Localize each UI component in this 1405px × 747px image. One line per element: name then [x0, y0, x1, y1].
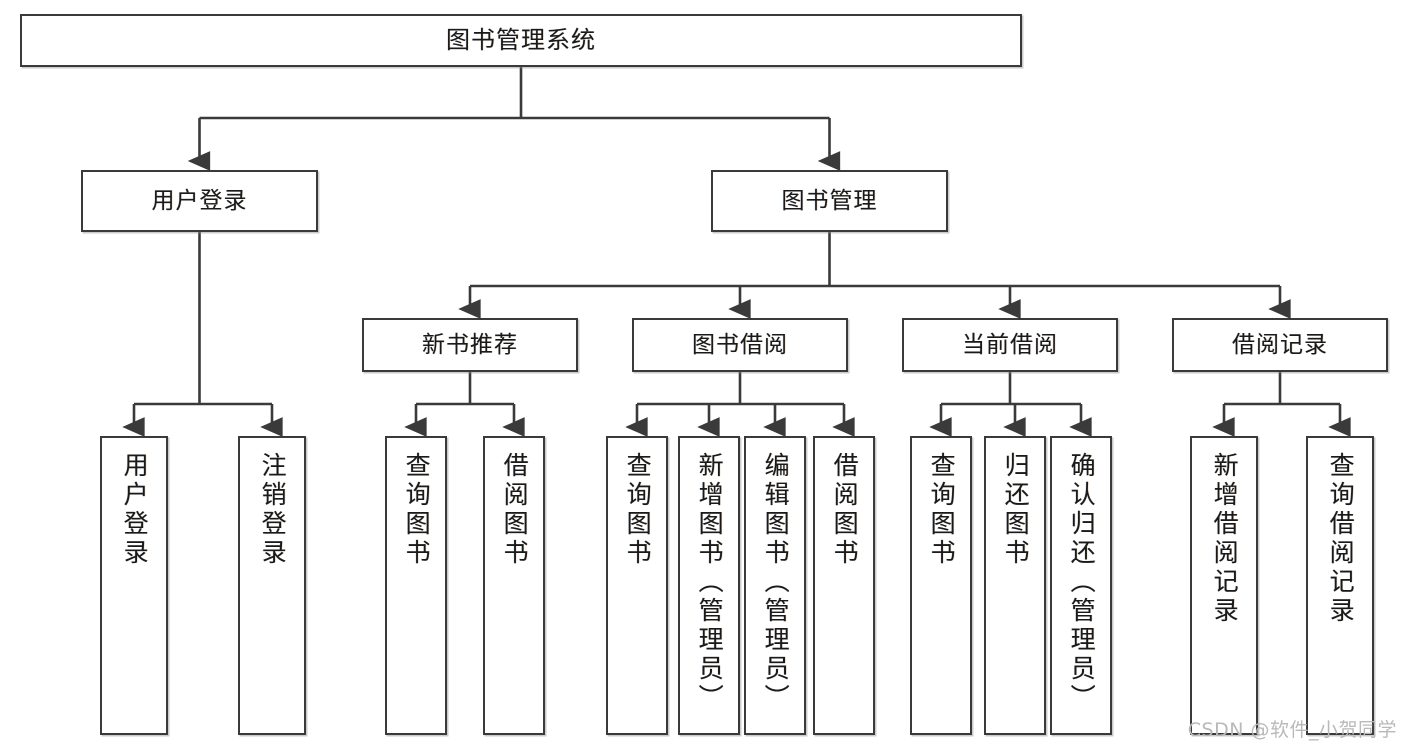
node-leaf-return-book-label: 归还图书	[1001, 452, 1031, 568]
node-leaf-query-book-1-label: 查询图书	[402, 452, 432, 568]
node-leaf-query-borrow-record[interactable]: 查询借阅记录	[1306, 436, 1374, 735]
node-leaf-borrow-book-1-label: 借阅图书	[500, 452, 530, 568]
node-book-manage[interactable]: 图书管理	[711, 170, 948, 232]
node-book-borrow[interactable]: 图书借阅	[632, 318, 848, 372]
node-leaf-add-book-admin[interactable]: 新增图书（管理员）	[678, 436, 740, 735]
node-borrow-record-label: 借阅记录	[1232, 331, 1328, 358]
node-leaf-user-logout[interactable]: 注销登录	[238, 436, 306, 735]
node-leaf-add-borrow-record[interactable]: 新增借阅记录	[1190, 436, 1258, 735]
node-current-borrow[interactable]: 当前借阅	[902, 318, 1118, 372]
node-leaf-user-logout-label: 注销登录	[258, 452, 288, 568]
node-leaf-borrow-book-2[interactable]: 借阅图书	[813, 436, 875, 735]
node-leaf-add-book-admin-label: 新增图书（管理员）	[695, 452, 725, 713]
node-leaf-query-book-3-label: 查询图书	[927, 452, 957, 568]
node-borrow-record[interactable]: 借阅记录	[1172, 318, 1388, 372]
node-leaf-add-borrow-record-label: 新增借阅记录	[1210, 452, 1240, 626]
node-leaf-query-book-3[interactable]: 查询图书	[910, 436, 972, 735]
watermark: CSDN @软件_小贺同学	[1187, 719, 1397, 741]
node-leaf-query-borrow-record-label: 查询借阅记录	[1326, 452, 1356, 626]
node-leaf-query-book-2-label: 查询图书	[623, 452, 653, 568]
node-leaf-edit-book-admin-label: 编辑图书（管理员）	[761, 452, 791, 713]
node-new-book-recommend[interactable]: 新书推荐	[362, 318, 578, 372]
node-leaf-user-login[interactable]: 用户登录	[100, 436, 168, 735]
node-leaf-confirm-return-admin-label: 确认归还（管理员）	[1067, 452, 1097, 713]
node-leaf-edit-book-admin[interactable]: 编辑图书（管理员）	[744, 436, 806, 735]
node-leaf-borrow-book-1[interactable]: 借阅图书	[483, 436, 545, 735]
node-leaf-return-book[interactable]: 归还图书	[984, 436, 1046, 735]
node-book-manage-label: 图书管理	[781, 187, 878, 214]
node-root[interactable]: 图书管理系统	[20, 14, 1022, 67]
node-current-borrow-label: 当前借阅	[962, 331, 1058, 358]
node-new-book-recommend-label: 新书推荐	[422, 331, 518, 358]
node-leaf-borrow-book-2-label: 借阅图书	[830, 452, 860, 568]
node-book-borrow-label: 图书借阅	[692, 331, 788, 358]
node-leaf-user-login-label: 用户登录	[120, 452, 150, 568]
node-root-label: 图书管理系统	[446, 25, 596, 54]
node-user-login-label: 用户登录	[151, 187, 248, 214]
node-leaf-confirm-return-admin[interactable]: 确认归还（管理员）	[1050, 436, 1112, 735]
node-user-login[interactable]: 用户登录	[81, 170, 318, 232]
node-leaf-query-book-1[interactable]: 查询图书	[385, 436, 447, 735]
node-leaf-query-book-2[interactable]: 查询图书	[606, 436, 668, 735]
